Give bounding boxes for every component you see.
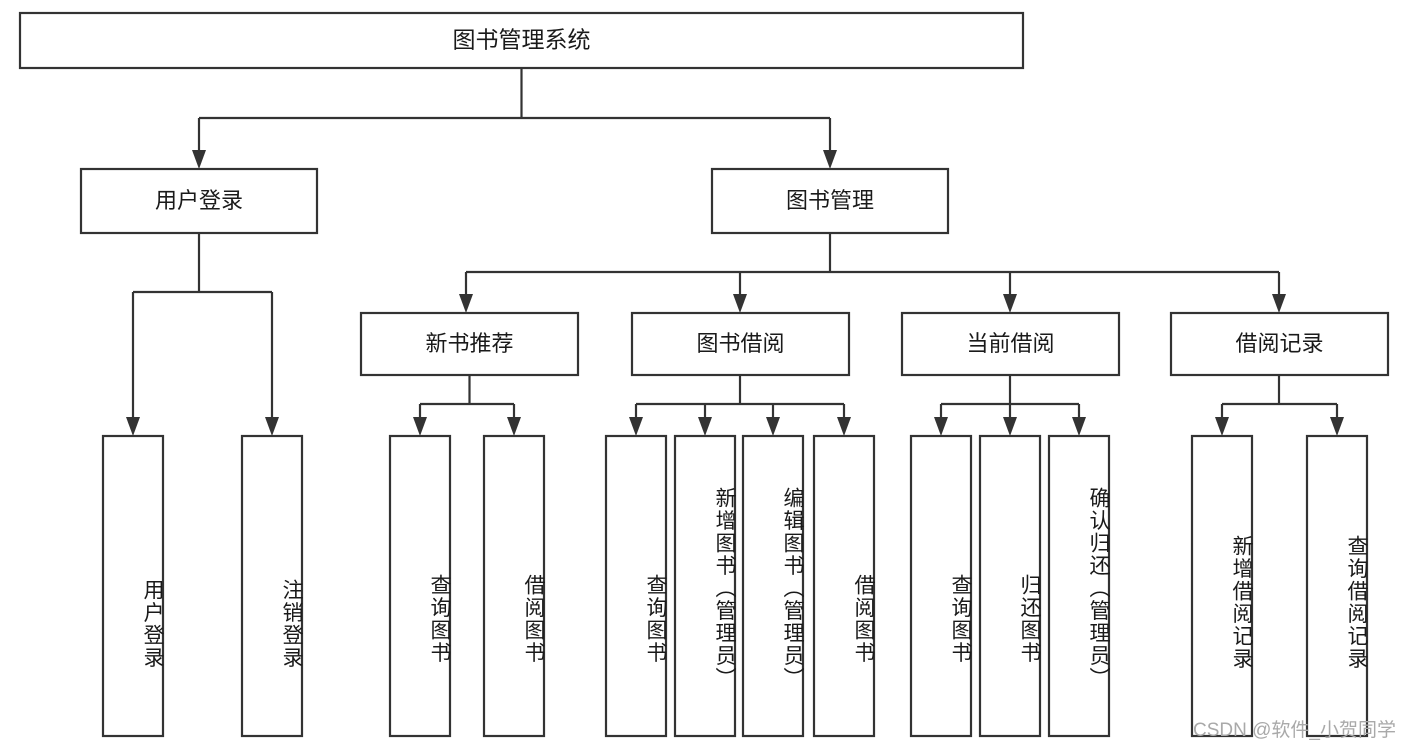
csdn-watermark: CSDN @软件_小贺同学 (1193, 720, 1396, 741)
node-user-login-box[interactable] (79, 167, 319, 235)
arrowhead-br-leaf1 (1215, 417, 1229, 436)
node-new-book-recommend-label: 新书推荐 (425, 331, 513, 356)
leaf-box-bb-edit-book[interactable] (741, 434, 805, 738)
node-book-manage[interactable]: 图书管理 (710, 167, 950, 235)
arrowhead-nb-leaf1 (413, 417, 427, 436)
leaf-box-cb-return-book[interactable] (978, 434, 1042, 738)
arrowhead-book-manage (823, 150, 837, 169)
arrowhead-bb-leaf3 (766, 417, 780, 436)
node-borrow-record[interactable]: 借阅记录 (1169, 311, 1390, 377)
arrowhead-cb-leaf3 (1072, 417, 1086, 436)
arrowhead-bb-leaf1 (629, 417, 643, 436)
arrowhead-bb-leaf4 (837, 417, 851, 436)
node-book-borrow[interactable]: 图书借阅 (630, 311, 851, 377)
leaf-boxes-layer (101, 434, 1369, 738)
node-root-box[interactable] (18, 11, 1025, 70)
arrowhead-new-book (459, 294, 473, 313)
leaf-box-br-add-record[interactable] (1190, 434, 1254, 738)
leaf-box-bb-query-book[interactable] (604, 434, 668, 738)
arrowhead-user-login (192, 150, 206, 169)
node-user-login[interactable]: 用户登录 (79, 167, 319, 235)
arrowhead-bb-leaf2 (698, 417, 712, 436)
edges-layer (126, 68, 1344, 436)
node-root-label: 图书管理系统 (453, 27, 591, 53)
node-new-book-recommend-box[interactable] (359, 311, 580, 377)
arrowhead-leaf-logout (265, 417, 279, 436)
arrowhead-borrow-record (1272, 294, 1286, 313)
leaf-box-cb-query-book[interactable] (909, 434, 973, 738)
node-new-book-recommend[interactable]: 新书推荐 (359, 311, 580, 377)
leaf-box-nb-borrow-book[interactable] (482, 434, 546, 738)
leaf-box-nb-query-book[interactable] (388, 434, 452, 738)
leaf-box-bb-add-book[interactable] (673, 434, 737, 738)
node-book-manage-label: 图书管理 (786, 188, 874, 213)
node-book-borrow-label: 图书借阅 (696, 331, 784, 356)
node-current-borrow-label: 当前借阅 (966, 331, 1054, 356)
arrowhead-cb-leaf1 (934, 417, 948, 436)
node-user-login-label: 用户登录 (155, 188, 243, 213)
node-current-borrow[interactable]: 当前借阅 (900, 311, 1121, 377)
arrowhead-current-borrow (1003, 294, 1017, 313)
node-root[interactable]: 图书管理系统 (18, 11, 1025, 70)
node-borrow-record-label: 借阅记录 (1235, 331, 1323, 356)
arrowhead-nb-leaf2 (507, 417, 521, 436)
leaf-box-br-query-record[interactable] (1305, 434, 1369, 738)
arrowhead-leaf-user-login (126, 417, 140, 436)
node-book-borrow-box[interactable] (630, 311, 851, 377)
leaf-box-logout[interactable] (240, 434, 304, 738)
arrowhead-br-leaf2 (1330, 417, 1344, 436)
node-borrow-record-box[interactable] (1169, 311, 1390, 377)
arrowhead-cb-leaf2 (1003, 417, 1017, 436)
leaf-box-cb-confirm-return[interactable] (1047, 434, 1111, 738)
arrowhead-book-borrow (733, 294, 747, 313)
node-current-borrow-box[interactable] (900, 311, 1121, 377)
node-book-manage-box[interactable] (710, 167, 950, 235)
leaf-box-bb-borrow-book[interactable] (812, 434, 876, 738)
leaf-box-user-login[interactable] (101, 434, 165, 738)
